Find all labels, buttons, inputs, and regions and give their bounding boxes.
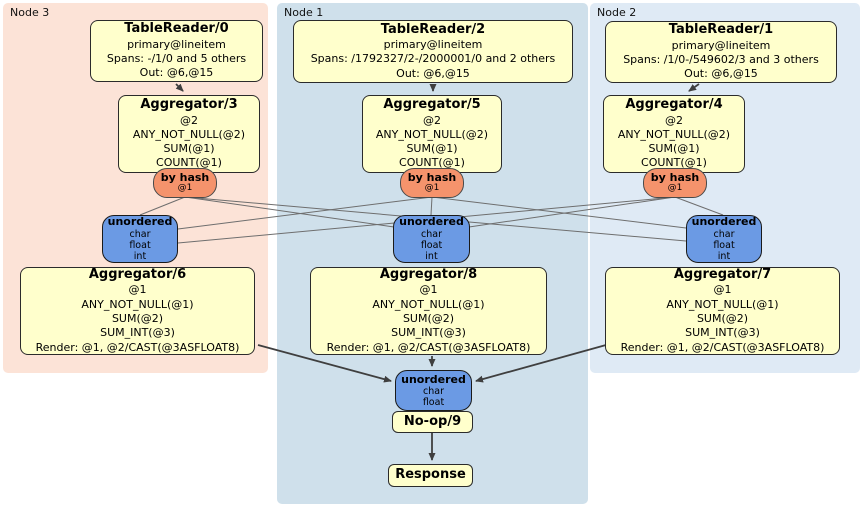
region-node2-label: Node 2	[597, 6, 637, 19]
processor-title: Response	[395, 467, 466, 483]
processor-title: Aggregator/5	[383, 97, 481, 113]
sync-type: char	[713, 228, 735, 240]
processor-render: Render: @1, @2/CAST(@3ASFLOAT8)	[620, 340, 825, 354]
router-by-hash-node3: by hash @1	[153, 168, 217, 198]
processor-index: primary@lineitem	[383, 38, 483, 52]
processor-detail: ANY_NOT_NULL(@2)	[375, 127, 489, 141]
processor-response: Response	[388, 464, 473, 487]
sync-title: unordered	[107, 215, 173, 229]
processor-title: Aggregator/3	[140, 97, 238, 113]
processor-detail: SUM(@1)	[648, 142, 700, 156]
processor-title: Aggregator/8	[379, 267, 478, 283]
processor-render: Render: @1, @2/CAST(@3ASFLOAT8)	[326, 340, 531, 354]
processor-aggregator-6: Aggregator/6 @1 ANY_NOT_NULL(@1) SUM(@2)…	[20, 267, 255, 355]
sync-type: float	[420, 239, 443, 251]
router-by-hash-node1: by hash @1	[400, 168, 464, 198]
router-columns: @1	[424, 183, 440, 194]
processor-title: Aggregator/7	[673, 267, 772, 283]
processor-detail: SUM(@2)	[696, 311, 749, 325]
sync-title: unordered	[691, 215, 757, 229]
processor-out: Out: @6,@15	[684, 67, 758, 81]
processor-detail: SUM_INT(@3)	[100, 326, 175, 340]
processor-aggregator-4: Aggregator/4 @2 ANY_NOT_NULL(@2) SUM(@1)…	[603, 95, 745, 173]
processor-spans: Spans: /1/0-/549602/3 and 3 others	[623, 52, 819, 66]
sync-title: unordered	[401, 372, 466, 386]
processor-detail: SUM(@1)	[406, 142, 458, 156]
sync-unordered-node1: unordered char float int	[393, 215, 470, 263]
sync-type: float	[713, 239, 735, 251]
sync-title: unordered	[399, 215, 464, 229]
sync-type: char	[423, 385, 444, 397]
processor-out: Out: @6,@15	[139, 66, 214, 80]
processor-spans: Spans: /1792327/2-/2000001/0 and 2 other…	[310, 52, 556, 66]
sync-type: char	[421, 228, 442, 240]
processor-tablereader-1: TableReader/1 primary@lineitem Spans: /1…	[605, 21, 837, 83]
router-title: by hash	[160, 171, 210, 184]
processor-detail: SUM(@1)	[163, 142, 215, 156]
region-node1-label: Node 1	[284, 6, 324, 19]
processor-detail: SUM(@2)	[402, 311, 455, 325]
processor-spans: Spans: -/1/0 and 5 others	[106, 51, 247, 65]
processor-title: Aggregator/4	[625, 97, 723, 113]
processor-aggregator-8: Aggregator/8 @1 ANY_NOT_NULL(@1) SUM(@2)…	[310, 267, 547, 355]
processor-detail: ANY_NOT_NULL(@1)	[666, 297, 779, 311]
processor-index: primary@lineitem	[671, 38, 771, 52]
region-node3-label: Node 3	[10, 6, 50, 19]
processor-detail: @2	[423, 113, 441, 127]
sync-type: float	[422, 397, 445, 409]
processor-detail: @1	[713, 283, 732, 297]
processor-tablereader-0: TableReader/0 primary@lineitem Spans: -/…	[90, 20, 263, 82]
sync-unordered-final: unordered char float	[395, 370, 472, 411]
processor-noop-9: No-op/9	[392, 411, 473, 433]
router-columns: @1	[667, 183, 683, 194]
processor-detail: @2	[665, 113, 683, 127]
router-title: by hash	[650, 171, 700, 184]
processor-detail: COUNT(@1)	[399, 156, 465, 170]
router-title: by hash	[407, 171, 457, 184]
processor-title: TableReader/1	[668, 22, 774, 38]
sync-unordered-node3: unordered char float int	[102, 215, 178, 263]
processor-detail: ANY_NOT_NULL(@2)	[132, 127, 246, 141]
sync-type: int	[717, 251, 731, 263]
processor-detail: @2	[180, 113, 198, 127]
processor-detail: ANY_NOT_NULL(@2)	[617, 127, 731, 141]
processor-out: Out: @6,@15	[396, 66, 470, 80]
processor-tablereader-2: TableReader/2 primary@lineitem Spans: /1…	[293, 20, 573, 83]
sync-type: float	[129, 239, 151, 251]
router-columns: @1	[177, 183, 193, 194]
processor-detail: COUNT(@1)	[156, 156, 222, 170]
router-by-hash-node2: by hash @1	[643, 168, 707, 198]
processor-render: Render: @1, @2/CAST(@3ASFLOAT8)	[35, 340, 240, 354]
processor-title: TableReader/0	[124, 21, 229, 37]
processor-title: No-op/9	[403, 413, 462, 429]
processor-detail: @1	[128, 283, 147, 297]
processor-aggregator-5: Aggregator/5 @2 ANY_NOT_NULL(@2) SUM(@1)…	[362, 95, 502, 173]
sync-unordered-node2: unordered char float int	[686, 215, 762, 263]
processor-detail: @1	[419, 283, 438, 297]
processor-detail: SUM(@2)	[111, 311, 164, 325]
sync-type: char	[129, 228, 151, 240]
processor-detail: SUM_INT(@3)	[685, 326, 760, 340]
processor-detail: ANY_NOT_NULL(@1)	[81, 297, 194, 311]
processor-aggregator-3: Aggregator/3 @2 ANY_NOT_NULL(@2) SUM(@1)…	[118, 95, 260, 173]
processor-detail: ANY_NOT_NULL(@1)	[372, 297, 485, 311]
processor-aggregator-7: Aggregator/7 @1 ANY_NOT_NULL(@1) SUM(@2)…	[605, 267, 840, 355]
processor-detail: COUNT(@1)	[641, 156, 707, 170]
processor-title: Aggregator/6	[88, 267, 187, 283]
processor-index: primary@lineitem	[127, 37, 226, 51]
processor-title: TableReader/2	[380, 21, 486, 37]
sync-type: int	[133, 251, 147, 263]
sync-type: int	[425, 251, 438, 263]
processor-detail: SUM_INT(@3)	[391, 326, 466, 340]
